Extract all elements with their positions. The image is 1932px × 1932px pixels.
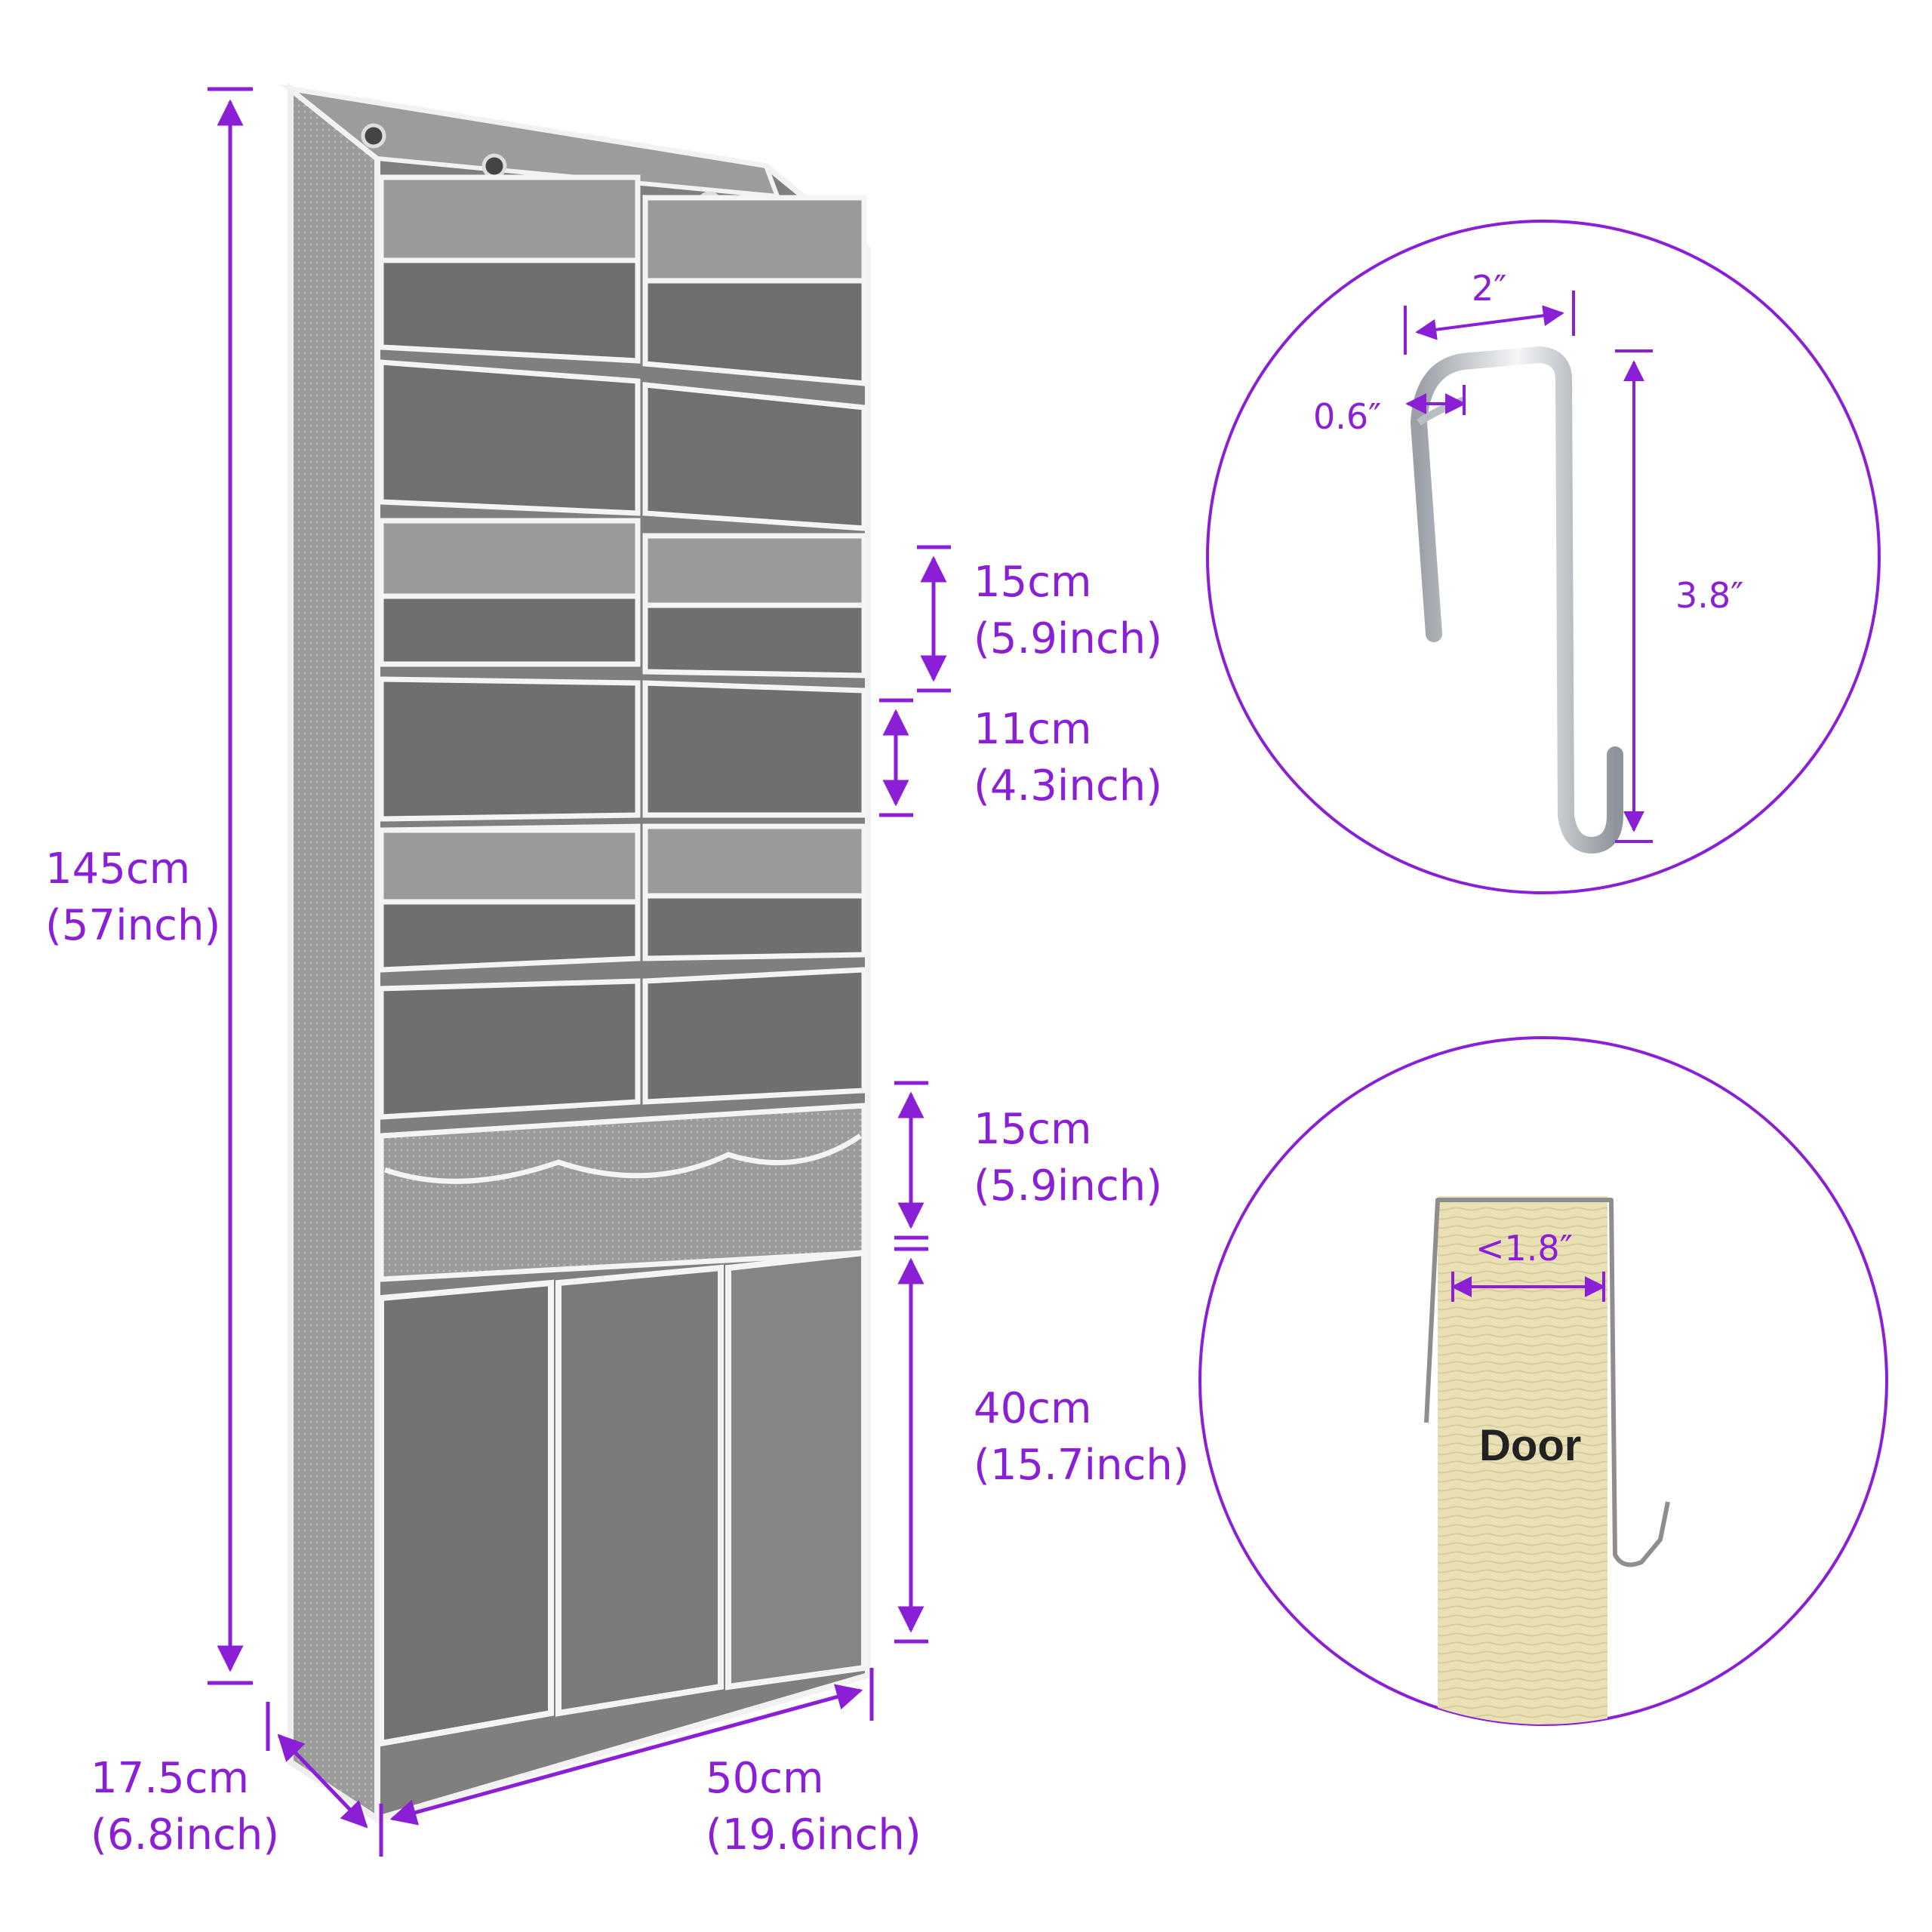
width-dimension (389, 1668, 874, 1826)
height-cm-label: 145cm (45, 844, 190, 894)
shelf-top-dimension (917, 545, 951, 693)
depth-dimension (266, 1702, 383, 1857)
shelf-mesh-dimension (894, 1081, 928, 1240)
width-inch-label: (19.6inch) (706, 1810, 921, 1860)
hook-gap-label: 0.6″ (1313, 396, 1381, 437)
hook-detail-circle (1206, 220, 1881, 894)
hook-height-label: 3.8″ (1675, 575, 1743, 616)
bottom-pocket-cm-label: 40cm (974, 1384, 1092, 1433)
shelf-mid-dimension (879, 698, 913, 817)
grommet (481, 153, 507, 179)
door-thickness-label: <1.8″ (1475, 1228, 1573, 1269)
bottom-pockets (378, 1249, 867, 1747)
depth-cm-label: 17.5cm (91, 1754, 249, 1803)
shelf-mesh-cm-label: 15cm (974, 1105, 1092, 1154)
shelf-mid-inch-label: (4.3inch) (974, 761, 1162, 811)
hook-detail: 2″ 0.6″ 3.8″ (1206, 220, 1881, 894)
height-dimension (208, 87, 253, 1685)
shelf-top-cm-label: 15cm (974, 558, 1092, 607)
grommet (361, 123, 386, 149)
organizer-side-panel (288, 82, 380, 1825)
bottom-pocket-dimension (894, 1247, 928, 1644)
hook-width-label: 2″ (1472, 268, 1506, 309)
shelf-rows (378, 174, 867, 1282)
bottom-pocket-inch-label: (15.7inch) (974, 1441, 1189, 1490)
depth-inch-label: (6.8inch) (91, 1810, 279, 1860)
shelf-top-inch-label: (5.9inch) (974, 614, 1162, 663)
door-detail: Door <1.8″ (1198, 1036, 1888, 1726)
door-label: Door (1479, 1421, 1581, 1470)
over-door-hook (1411, 346, 1623, 854)
shelf-mesh-inch-label: (5.9inch) (974, 1161, 1162, 1211)
height-inch-label: (57inch) (45, 901, 220, 950)
door-hook (1424, 1198, 1670, 1567)
width-cm-label: 50cm (706, 1754, 824, 1803)
hanging-organizer (279, 82, 871, 1825)
shelf-mid-cm-label: 11cm (974, 705, 1092, 754)
